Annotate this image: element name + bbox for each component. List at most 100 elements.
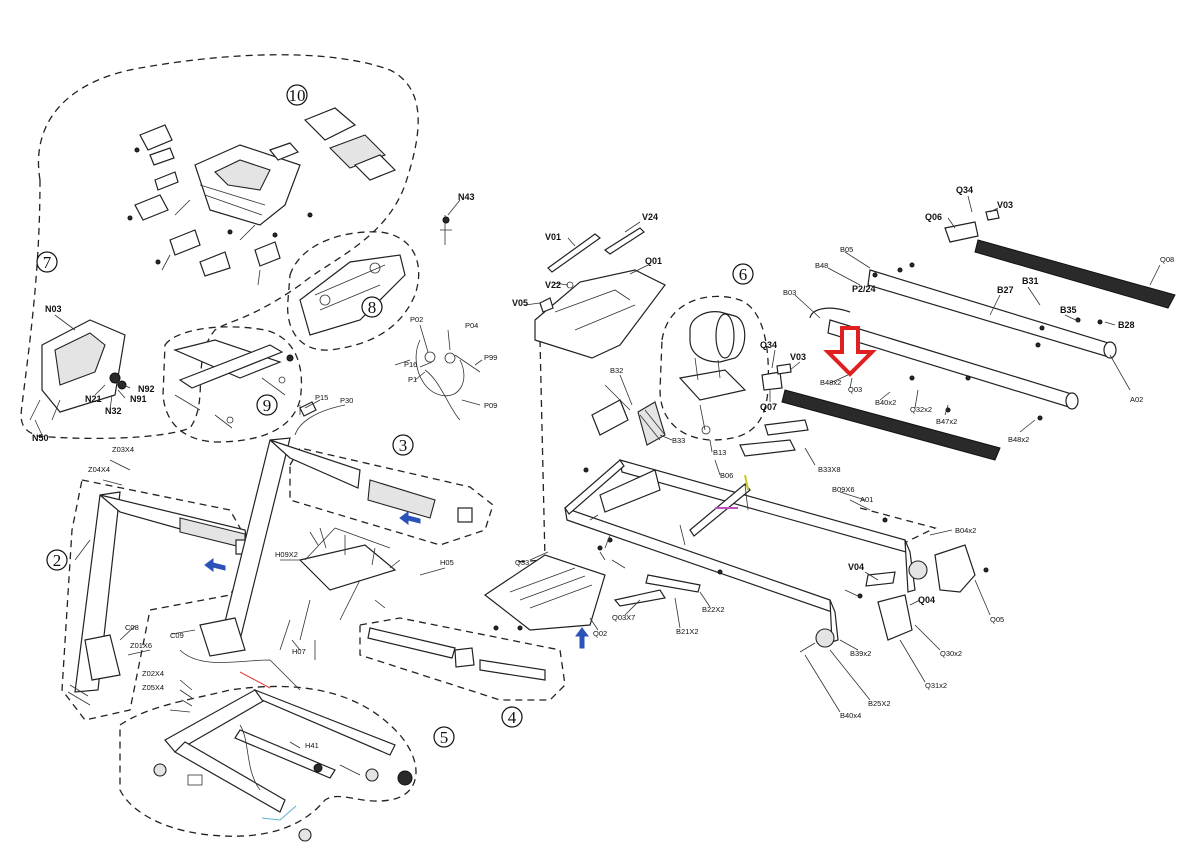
label-b06: B06 bbox=[720, 471, 733, 480]
callout-4: 4 bbox=[508, 708, 517, 727]
group-outline-console bbox=[20, 54, 419, 440]
label-q04: Q04 bbox=[918, 595, 935, 605]
label-b25x2: B25X2 bbox=[868, 699, 891, 708]
label-q32x2: Q32x2 bbox=[910, 405, 932, 414]
callout-2: 2 bbox=[53, 551, 62, 570]
blue-arrows bbox=[204, 511, 589, 649]
label-q08: Q08 bbox=[1160, 255, 1174, 264]
part-labels: N43 N03 N92 N91 N21 N32 N50 P02 P04 P16 … bbox=[32, 185, 1174, 750]
label-q06: Q06 bbox=[925, 212, 942, 222]
label-p99: P99 bbox=[484, 353, 497, 362]
frame-right-rail bbox=[619, 459, 907, 553]
label-a02: A02 bbox=[1130, 395, 1143, 404]
label-n92: N92 bbox=[138, 384, 155, 394]
label-b33: B33 bbox=[672, 436, 685, 445]
callout-6: 6 bbox=[739, 265, 748, 284]
label-b28: B28 bbox=[1118, 320, 1135, 330]
label-highlight: P2/24 bbox=[852, 284, 876, 294]
incline-bar bbox=[367, 627, 456, 659]
label-n32: N32 bbox=[105, 406, 122, 416]
label-b32: B32 bbox=[610, 366, 623, 375]
label-p09: P09 bbox=[484, 401, 497, 410]
console-back-8 bbox=[299, 254, 406, 336]
callout-8: 8 bbox=[368, 298, 377, 317]
label-h05: H05 bbox=[440, 558, 454, 567]
hood-strip-v01 bbox=[547, 233, 601, 273]
hood-strip-v24 bbox=[603, 227, 645, 255]
label-b48x2: B48x2 bbox=[820, 378, 841, 387]
overlay-panel-top bbox=[303, 107, 357, 141]
label-a01: A01 bbox=[860, 495, 873, 504]
label-b35: B35 bbox=[1060, 305, 1077, 315]
label-b22x2: B22X2 bbox=[702, 605, 725, 614]
label-z02x4: Z02X4 bbox=[142, 669, 164, 678]
label-q07: Q07 bbox=[760, 402, 777, 412]
group-outline-5 bbox=[119, 685, 417, 837]
label-p30: P30 bbox=[340, 396, 353, 405]
blue-arrow-2 bbox=[204, 558, 226, 572]
label-q30x2: Q30x2 bbox=[940, 649, 962, 658]
uprights bbox=[74, 437, 546, 842]
motor-hood bbox=[534, 269, 666, 359]
main-frame bbox=[483, 209, 1176, 653]
label-b03: B03 bbox=[783, 288, 796, 297]
label-b47x2: B47x2 bbox=[936, 417, 957, 426]
overlay-panel-low bbox=[353, 154, 397, 181]
lift-frame bbox=[298, 544, 397, 591]
label-n91: N91 bbox=[130, 394, 147, 404]
group-outline-8 bbox=[286, 231, 420, 351]
group-outline-4 bbox=[359, 617, 566, 701]
label-n43: N43 bbox=[458, 192, 475, 202]
cable-harness bbox=[394, 339, 481, 421]
label-v04: V04 bbox=[848, 562, 864, 572]
motor-tray bbox=[483, 554, 606, 631]
label-b48: B48 bbox=[815, 261, 828, 270]
label-q05: Q05 bbox=[990, 615, 1004, 624]
callout-7: 7 bbox=[43, 253, 52, 272]
group-outline-6 bbox=[659, 295, 770, 441]
label-q34-top: Q34 bbox=[956, 185, 973, 195]
label-p04: P04 bbox=[465, 321, 478, 330]
label-b48x2-b: B48x2 bbox=[1008, 435, 1029, 444]
label-q34-mid: Q34 bbox=[760, 340, 777, 350]
label-b13: B13 bbox=[713, 448, 726, 457]
blue-arrow-1 bbox=[399, 511, 421, 525]
label-h09x2: H09X2 bbox=[275, 550, 298, 559]
group-outline-3 bbox=[289, 447, 494, 546]
label-z05x4: Z05X4 bbox=[142, 683, 164, 692]
label-z03x4: Z03X4 bbox=[112, 445, 134, 454]
label-q01: Q01 bbox=[645, 256, 662, 266]
label-q31x2: Q31x2 bbox=[925, 681, 947, 690]
label-c09: C09 bbox=[170, 631, 184, 640]
label-n21: N21 bbox=[85, 394, 102, 404]
side-rail-q08 bbox=[974, 239, 1176, 309]
label-v24: V24 bbox=[642, 212, 658, 222]
label-b33x8: B33X8 bbox=[818, 465, 841, 474]
label-q02: Q02 bbox=[593, 629, 607, 638]
callout-5: 5 bbox=[440, 728, 449, 747]
label-c08: C08 bbox=[125, 623, 139, 632]
label-z04x4: Z04X4 bbox=[88, 465, 110, 474]
callout-3: 3 bbox=[399, 436, 408, 455]
callouts: 10 7 8 9 3 2 4 5 6 bbox=[36, 84, 754, 748]
label-b31: B31 bbox=[1022, 276, 1039, 286]
label-n03: N03 bbox=[45, 304, 62, 314]
label-p1: P1 bbox=[408, 375, 417, 384]
side-rail-q03 bbox=[781, 389, 1001, 461]
callout-9: 9 bbox=[263, 396, 272, 415]
console-head-screen bbox=[214, 159, 271, 191]
label-b39x2: B39x2 bbox=[850, 649, 871, 658]
rear-foot-q05 bbox=[934, 544, 976, 593]
label-n50: N50 bbox=[32, 433, 49, 443]
leader-dash-frame bbox=[514, 339, 546, 563]
label-v03-mid: V03 bbox=[790, 352, 806, 362]
label-v01: V01 bbox=[545, 232, 561, 242]
label-b05: B05 bbox=[840, 245, 853, 254]
label-v03-top: V03 bbox=[997, 200, 1013, 210]
label-h07: H07 bbox=[292, 647, 306, 656]
rear-foot-q04 bbox=[877, 594, 913, 641]
label-v22: V22 bbox=[545, 280, 561, 290]
label-v05: V05 bbox=[512, 298, 528, 308]
overlay-small bbox=[269, 142, 300, 161]
